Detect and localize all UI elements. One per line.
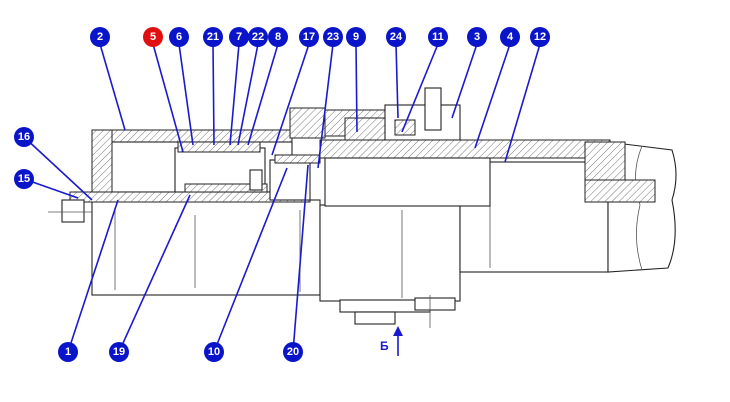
sleeve-end: [584, 141, 626, 183]
svg-text:19: 19: [113, 346, 125, 358]
callout-17: 17: [299, 27, 319, 47]
view-label: Б: [380, 339, 389, 353]
callout-22: 22: [248, 27, 268, 47]
svg-text:4: 4: [507, 31, 514, 43]
callouts: 2 5 6 21 7 22 8 17 23 9 24 11 3 4 12 16 …: [14, 27, 550, 362]
svg-text:20: 20: [287, 346, 299, 358]
callout-24: 24: [386, 27, 406, 47]
callout-15: 15: [14, 169, 34, 189]
lower-housing-right: [319, 204, 461, 302]
bracket-pin: [424, 87, 442, 131]
svg-text:23: 23: [327, 31, 339, 43]
lower-fitting-2: [354, 311, 396, 325]
svg-text:6: 6: [176, 31, 182, 43]
svg-text:17: 17: [303, 31, 315, 43]
callout-19: 19: [109, 342, 129, 362]
drawing-body: Б: [48, 87, 677, 356]
callout-21: 21: [203, 27, 223, 47]
svg-text:24: 24: [390, 31, 403, 43]
callout-3: 3: [467, 27, 487, 47]
callout-6: 6: [169, 27, 189, 47]
svg-text:7: 7: [236, 31, 242, 43]
leader-lines: [23, 43, 541, 353]
svg-text:5: 5: [150, 31, 156, 43]
svg-text:22: 22: [252, 31, 264, 43]
callout-20: 20: [283, 342, 303, 362]
callout-8: 8: [268, 27, 288, 47]
seal-ring: [184, 183, 268, 193]
callout-12: 12: [530, 27, 550, 47]
svg-text:15: 15: [18, 173, 30, 185]
flange: [289, 107, 326, 139]
callout-2: 2: [90, 27, 110, 47]
svg-text:11: 11: [432, 31, 444, 43]
callout-11: 11: [428, 27, 448, 47]
svg-text:21: 21: [207, 31, 219, 43]
rod-nut: [61, 199, 85, 223]
callout-10: 10: [204, 342, 224, 362]
bushing-collar: [274, 154, 321, 164]
svg-text:3: 3: [474, 31, 480, 43]
svg-text:2: 2: [97, 31, 103, 43]
lower-fitting-3: [414, 297, 456, 311]
svg-text:1: 1: [65, 346, 71, 358]
svg-text:8: 8: [275, 31, 281, 43]
sleeve-inner: [324, 157, 491, 207]
callout-9: 9: [346, 27, 366, 47]
svg-text:9: 9: [353, 31, 359, 43]
callout-7: 7: [229, 27, 249, 47]
callout-4: 4: [500, 27, 520, 47]
callout-5: 5: [143, 27, 163, 47]
lower-housing: [91, 199, 321, 296]
seal-pack: [177, 141, 261, 153]
seal-block: [249, 169, 263, 191]
svg-text:12: 12: [534, 31, 546, 43]
svg-text:10: 10: [208, 346, 220, 358]
svg-text:16: 16: [18, 131, 30, 143]
callout-16: 16: [14, 127, 34, 147]
callout-1: 1: [58, 342, 78, 362]
bracket-base: [394, 119, 416, 136]
outer-sleeve: [319, 139, 611, 159]
view-arrow-head: [393, 326, 403, 336]
left-cover: [91, 129, 113, 201]
end-ring: [584, 179, 656, 203]
callout-23: 23: [323, 27, 343, 47]
